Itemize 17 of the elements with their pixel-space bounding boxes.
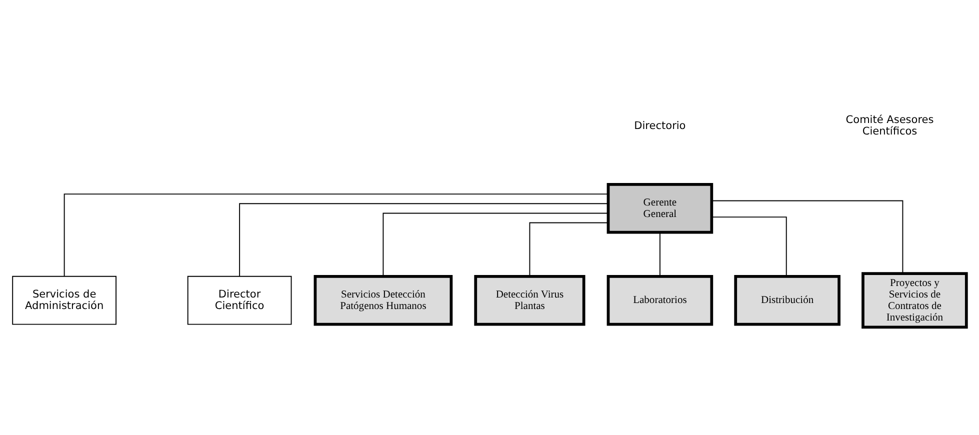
connector [711, 200, 904, 274]
node-box: Servicios de Administración [12, 275, 116, 324]
node-box: Director Científico [187, 275, 292, 324]
node-box: Gerente General [606, 182, 714, 234]
label: Comité Asesores Científicos [846, 114, 934, 137]
node-box: Detección Virus Plantas [474, 274, 586, 326]
connector [659, 232, 660, 276]
node-box: Servicios Detección Patógenos Humanos [314, 274, 453, 326]
label: Directorio [634, 119, 686, 132]
connector [382, 212, 609, 276]
connector [239, 202, 608, 276]
connector [711, 216, 787, 276]
connector [64, 193, 609, 276]
connector [529, 222, 609, 276]
node-box: Distribución [734, 274, 840, 326]
node-box: Laboratorios [606, 274, 714, 326]
node-box: Proyectos y Servicios de Contratos de Investigación [862, 272, 968, 328]
